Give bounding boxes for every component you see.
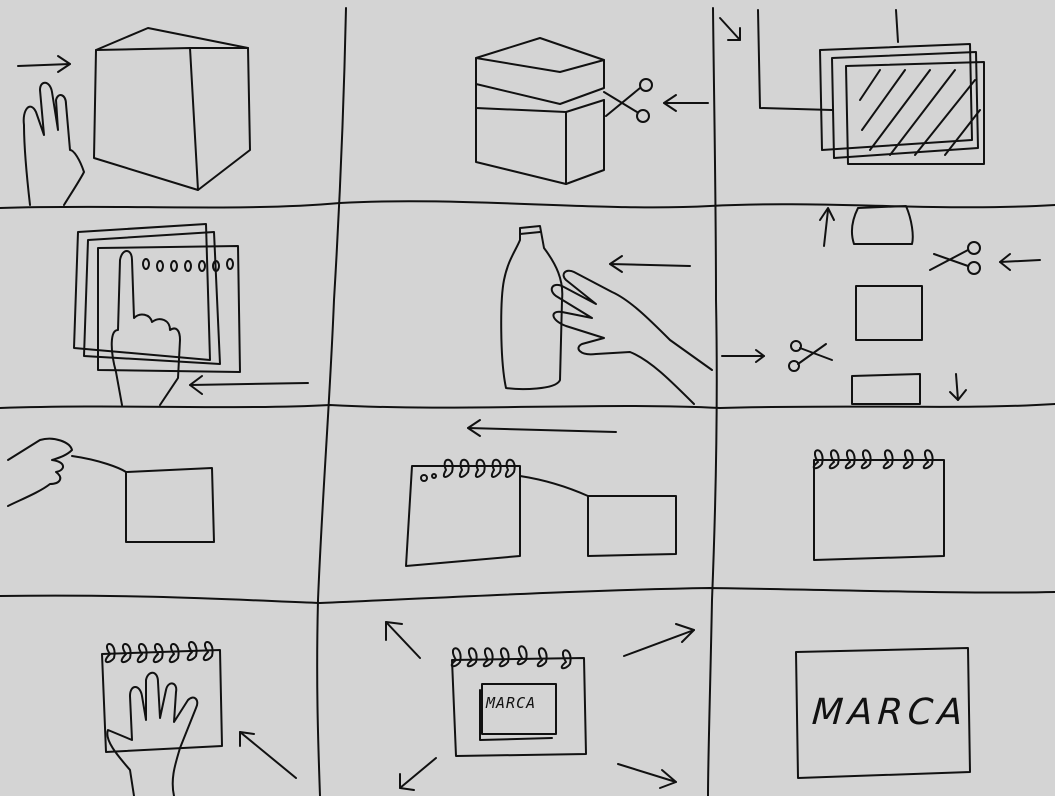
label-icon [852,206,922,404]
panel-6-label-cut [722,206,1040,404]
arrow-icon [610,256,690,272]
panel-3-paper-stack [720,10,984,164]
panel-4-notepad-finger [74,224,308,405]
arrow-icon [240,732,296,778]
hand-icon [107,673,197,796]
arrow-icon [18,56,70,72]
cube-icon [94,28,250,190]
notepad-icon [143,259,233,271]
paper-stack-icon [74,224,240,372]
hand-icon [552,271,712,404]
panel-5-bottle-hand [501,226,712,404]
large-logo-text: MARCA [811,692,969,733]
small-logo-text: MARCA [486,694,536,712]
bottle-icon [501,226,562,389]
box-icon [476,38,604,184]
scissors-icon [789,341,832,371]
arrow-icon [400,758,436,790]
hand-icon [24,83,84,205]
arrow-icon [618,764,676,788]
arrow-icon [950,374,966,400]
arrow-icon [468,420,616,436]
panel-9-notepad [814,450,944,560]
logo-icon [480,684,556,740]
arrow-icon [190,376,308,394]
panel-7-hand-label [8,439,214,542]
notepad-icon [406,460,520,566]
arrow-icon [624,624,694,656]
arrow-icon [722,350,764,362]
panel-10-hand-notepad [102,642,296,796]
arrow-icon [1000,254,1040,270]
arrow-icon [386,622,420,658]
arrow-icon [820,208,834,246]
scissors-icon [604,79,652,122]
notepad-icon [814,450,944,560]
panel-11-logo-notepad [386,622,694,790]
paper-stack-icon [820,44,984,164]
hand-icon [8,439,72,506]
scissors-icon [930,242,980,274]
panel-1-hand-cube [18,28,250,205]
arrow-icon [720,18,740,40]
hand-icon [112,251,180,405]
panel-2-box-scissors [476,38,708,184]
arrow-icon [664,95,708,111]
panel-8-notepad-label [406,420,676,566]
